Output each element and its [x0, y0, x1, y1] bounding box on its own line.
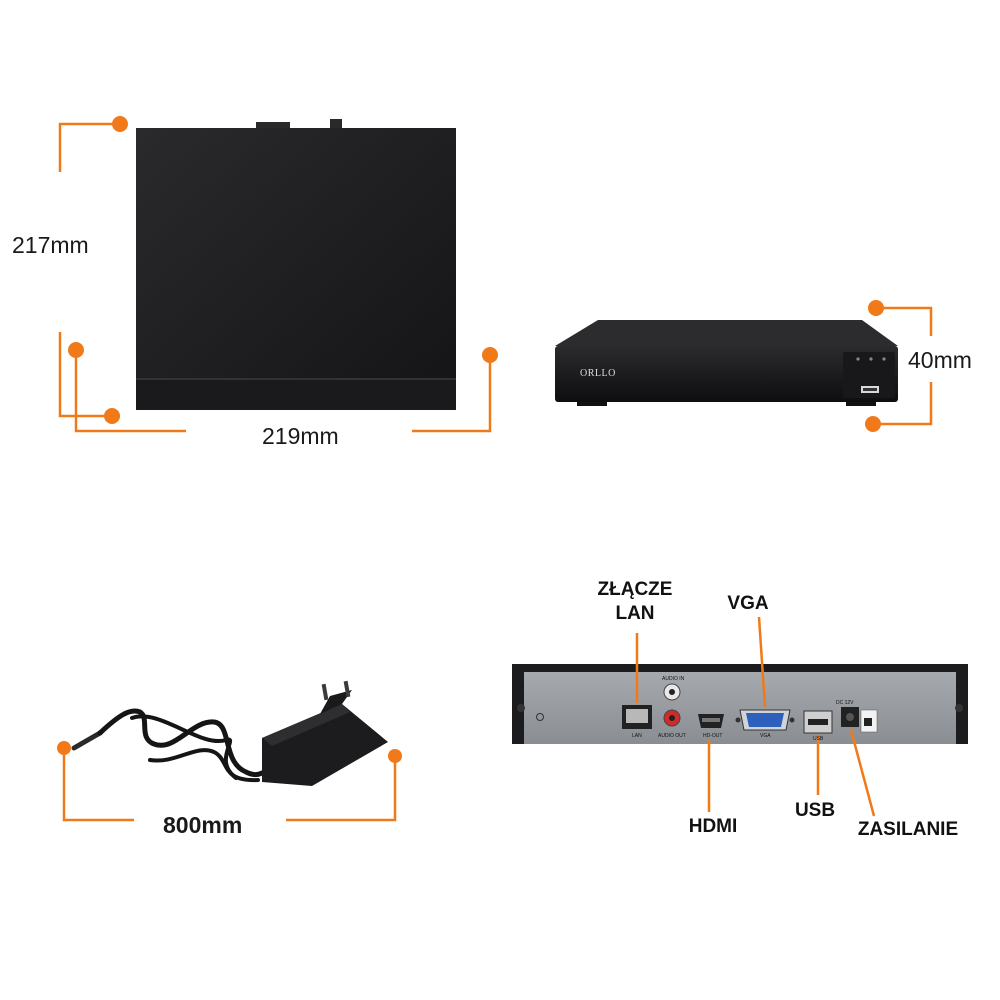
width-dimension-marker	[74, 350, 492, 433]
cable-length-marker	[62, 748, 397, 822]
marker-dot	[482, 347, 498, 363]
marker-dot	[68, 342, 84, 358]
power-connector-label: ZASILANIE	[857, 819, 959, 840]
device-top-view	[136, 119, 456, 410]
depth-dimension-marker	[58, 122, 120, 418]
marker-dot	[868, 300, 884, 316]
marker-dot	[112, 116, 128, 132]
usb-connector-label: USB	[794, 800, 836, 821]
width-label: 219mm	[262, 423, 339, 449]
brand-logo: ORLLO	[580, 368, 616, 379]
vga-connector-label: VGA	[727, 593, 769, 614]
power-adapter	[71, 680, 388, 786]
device-front-view	[555, 320, 898, 406]
height-dimension-marker	[873, 306, 933, 426]
hdmi-connector-label: HDMI	[688, 816, 738, 837]
panel-hdmi-text: HD-OUT	[703, 733, 723, 739]
panel-vga-text: VGA	[760, 733, 771, 739]
marker-dot	[388, 749, 402, 763]
marker-dot	[865, 416, 881, 432]
panel-usb-text: USB	[813, 736, 824, 742]
lan-connector-label: ZŁĄCZE LAN	[597, 579, 673, 624]
panel-power-text: DC 12V	[836, 700, 854, 706]
height-label: 40mm	[908, 347, 972, 373]
device-rear-panel	[512, 664, 968, 744]
marker-dot	[104, 408, 120, 424]
cable-length-label: 800mm	[163, 812, 243, 838]
depth-label: 217mm	[12, 232, 89, 258]
marker-dot	[57, 741, 71, 755]
connector-callout-lines	[635, 616, 876, 817]
panel-audio-out-text: AUDIO OUT	[658, 733, 686, 739]
panel-lan-text: LAN	[632, 733, 642, 739]
panel-audio-in-text: AUDIO IN	[662, 676, 685, 682]
